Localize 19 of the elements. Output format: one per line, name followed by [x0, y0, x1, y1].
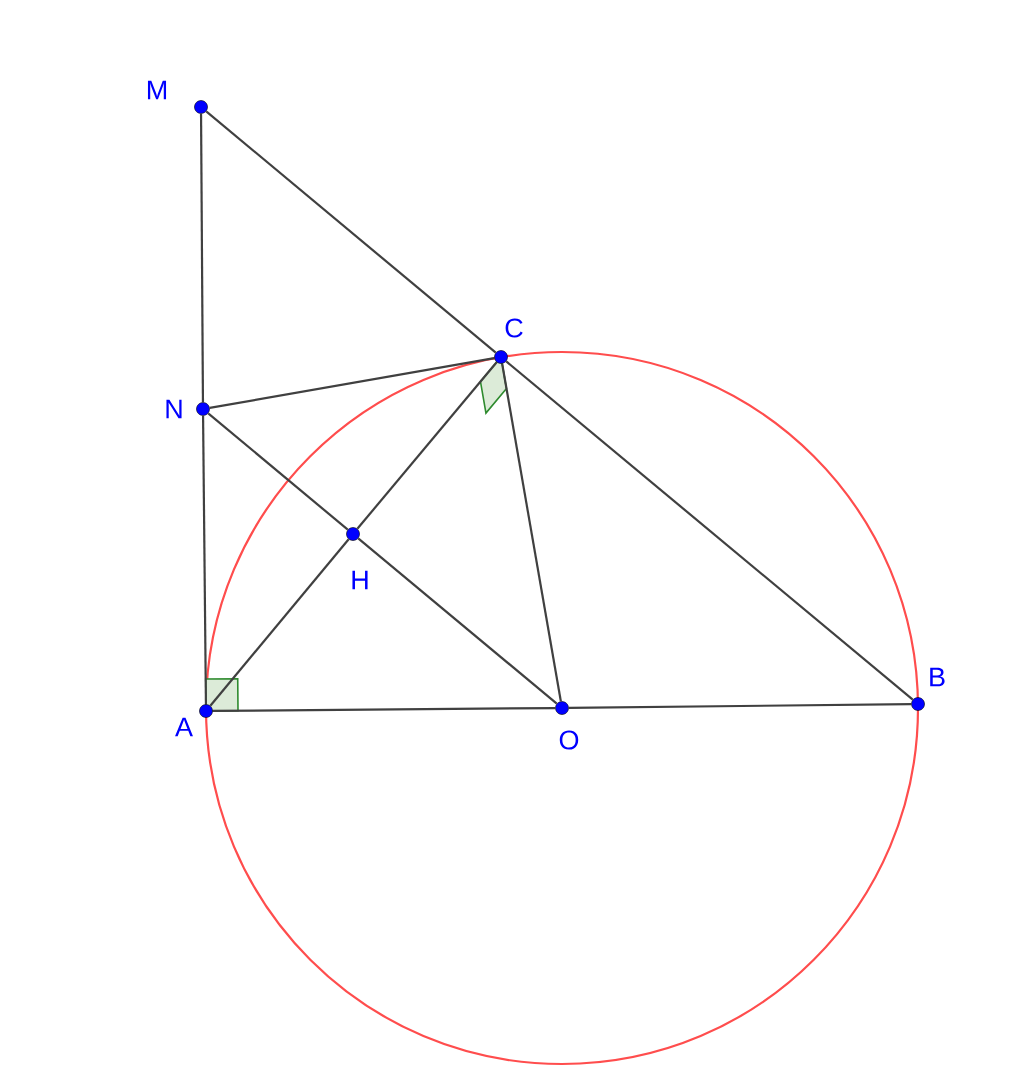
segment: [568, 703, 912, 710]
segment: [209, 357, 495, 409]
point-label: N: [166, 399, 182, 419]
segment: [505, 360, 914, 701]
segment: [356, 361, 498, 530]
segment: [357, 537, 558, 705]
point-label: C: [505, 318, 523, 338]
point-label: B: [930, 667, 945, 687]
segment: [212, 706, 556, 713]
point-label: M: [147, 80, 167, 100]
point-label: O: [559, 730, 579, 750]
segment: [205, 110, 497, 354]
segment: [501, 363, 562, 702]
segment: [199, 113, 205, 403]
segment: [207, 412, 349, 531]
point-label: A: [175, 717, 193, 737]
segment: [209, 538, 350, 707]
point-label: H: [352, 570, 368, 590]
segment: [201, 415, 208, 705]
